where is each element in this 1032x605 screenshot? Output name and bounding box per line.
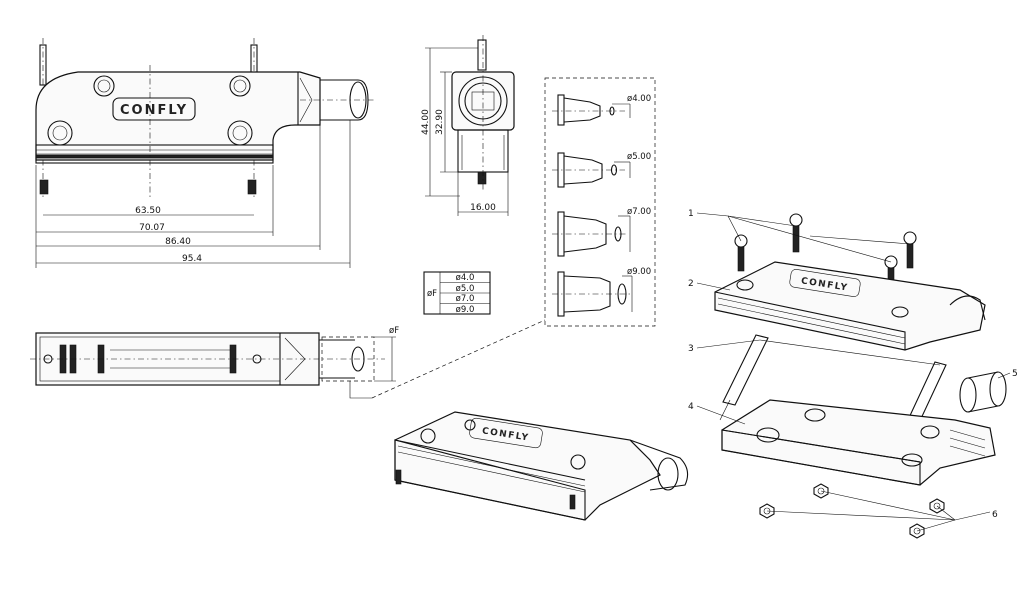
bottom-view: øF <box>30 319 546 399</box>
table-label: øF <box>427 289 437 299</box>
dim-95-4: 95.4 <box>182 254 202 264</box>
grommet-label-2: ø5.00 <box>627 152 651 162</box>
dim-63-50: 63.50 <box>135 206 161 216</box>
front-view: CONFLY 63.50 70.07 86.40 95.4 <box>35 38 375 268</box>
grommet-panel: ø4.00 ø5.00 ø7.00 ø9.00 <box>544 77 656 327</box>
callout-4: 4 <box>688 402 694 412</box>
grommet-label-1: ø4.00 <box>627 94 651 104</box>
front-view-logo: CONFLY <box>120 103 188 118</box>
dim-70-07: 70.07 <box>139 223 165 233</box>
callout-2: 2 <box>688 279 694 289</box>
dim-16-00: 16.00 <box>470 203 496 213</box>
assembled-iso-view: CONFLY <box>394 411 689 521</box>
nuts <box>759 483 945 539</box>
exploded-view: CONFLY <box>688 209 1018 539</box>
grommet-label-3: ø7.00 <box>627 207 651 217</box>
side-view: 44.00 32.90 16.00 <box>421 35 515 216</box>
callout-5: 5 <box>1012 369 1018 379</box>
table-row-2: ø5.0 <box>456 284 475 294</box>
callout-1: 1 <box>688 209 694 219</box>
grommet-4mm: ø4.00 <box>552 94 651 126</box>
dim-32-90: 32.90 <box>435 109 445 135</box>
grommet-5mm: ø5.00 <box>552 152 651 188</box>
dim-86-40: 86.40 <box>165 237 191 247</box>
grommet-7mm: ø7.00 <box>552 207 651 257</box>
dim-44-00: 44.00 <box>421 109 431 135</box>
grommet-9mm: ø9.00 <box>552 267 651 317</box>
diameter-table: øF ø4.0 ø5.0 ø7.0 ø9.0 <box>423 271 491 315</box>
table-row-1: ø4.0 <box>456 273 475 283</box>
callout-3: 3 <box>688 344 694 354</box>
table-row-3: ø7.0 <box>456 294 475 304</box>
bottom-view-diameter-label: øF <box>389 326 399 336</box>
table-row-4: ø9.0 <box>456 305 475 315</box>
callout-6: 6 <box>992 510 998 520</box>
grommet-label-4: ø9.00 <box>627 267 651 277</box>
